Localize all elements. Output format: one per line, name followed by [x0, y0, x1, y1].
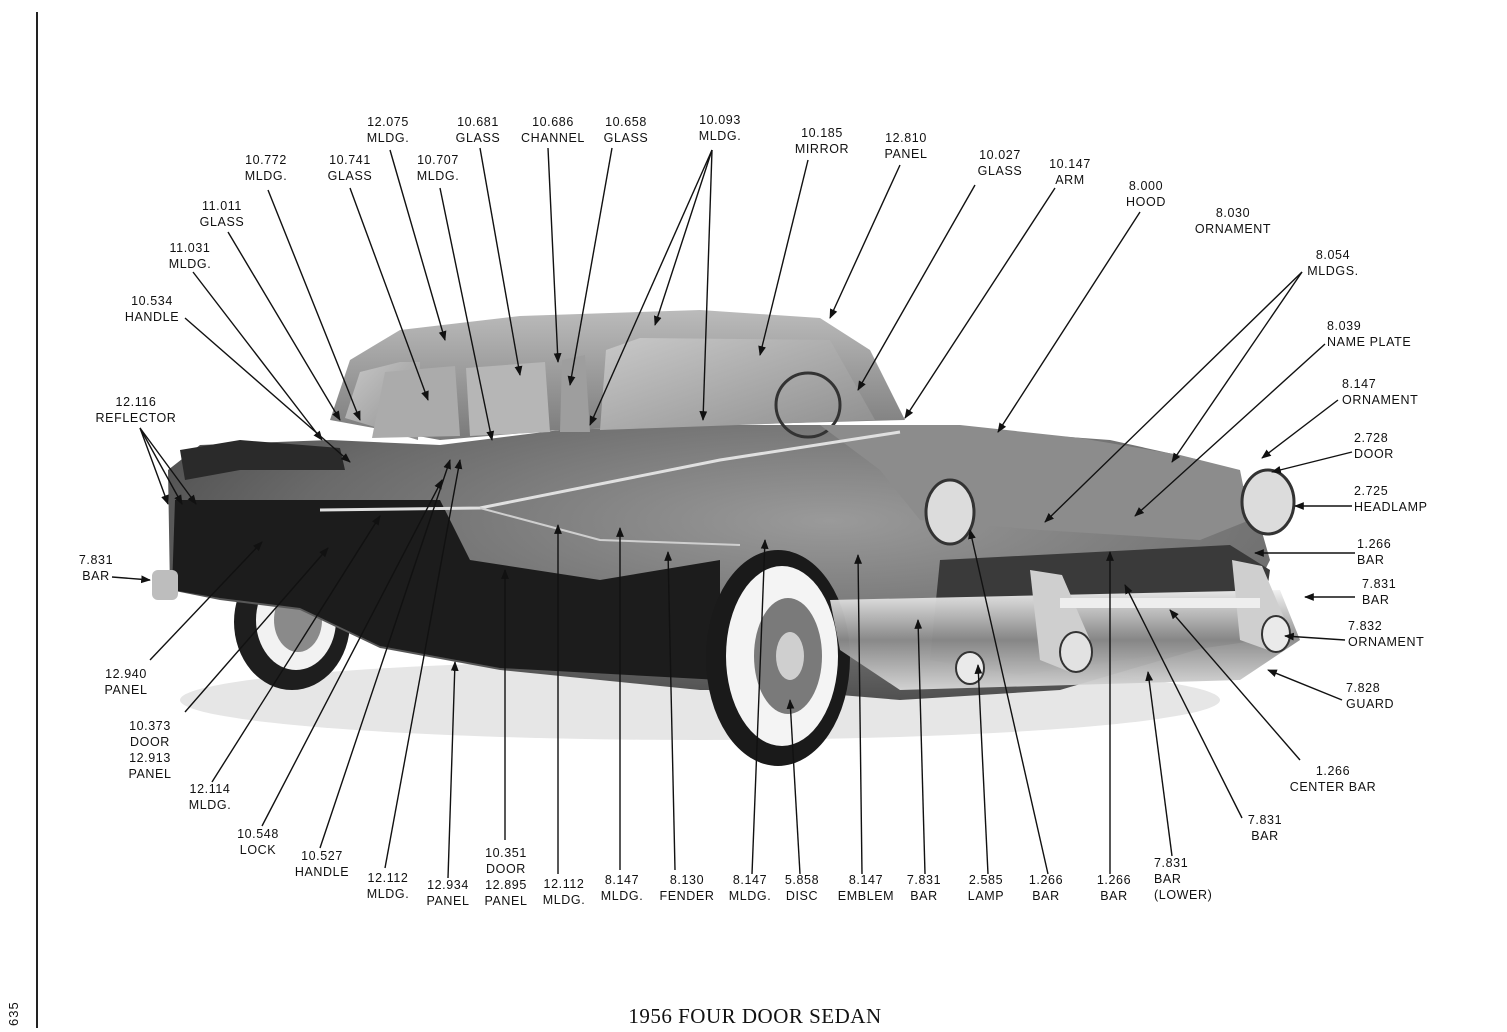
front-wheel — [706, 550, 850, 766]
body-dark-panel — [172, 500, 720, 680]
parking-lamp-right — [1261, 615, 1291, 653]
side-molding — [479, 507, 741, 546]
center-bar — [1060, 598, 1260, 608]
front-door-glass — [560, 355, 590, 432]
windshield — [600, 338, 875, 430]
tail-fin — [180, 440, 345, 480]
headlamp-right — [1240, 468, 1296, 536]
belt-molding — [319, 430, 901, 512]
steering-wheel — [774, 371, 842, 439]
rear-bar — [152, 570, 178, 600]
leader-lines — [111, 147, 1355, 879]
headlamp-left — [924, 478, 976, 546]
parking-lamp-left — [955, 651, 985, 685]
figure-caption: 1956 FOUR DOOR SEDAN — [628, 1004, 882, 1028]
bumper-ornament — [1059, 631, 1093, 673]
rear-door-glass — [372, 366, 460, 438]
margin-rule — [36, 12, 38, 1028]
